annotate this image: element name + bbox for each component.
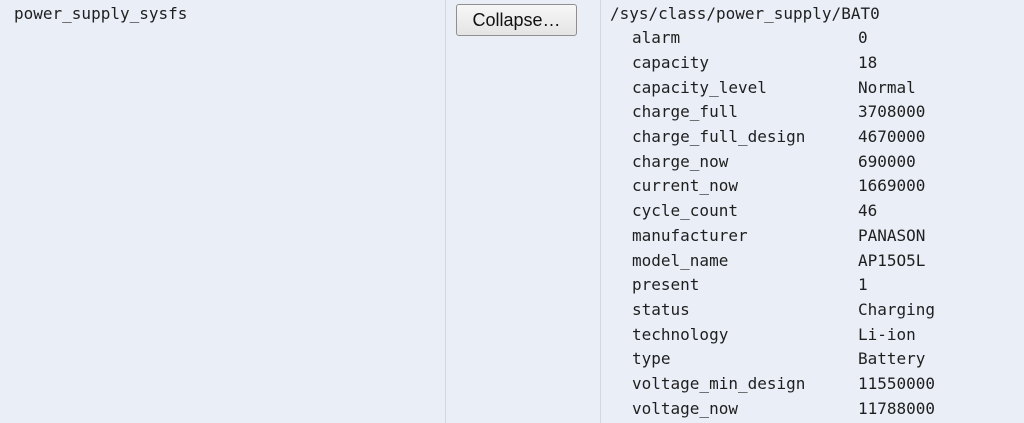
column-divider [445,0,446,423]
entry-button-cell: Collapse… [447,0,599,423]
entry-name-cell: power_supply_sysfs [2,0,443,423]
attribute-value: 690000 [858,151,916,171]
attribute-value: 11550000 [858,373,936,393]
attribute-row: model_name AP15O5L [632,248,935,273]
attribute-row: charge_full 3708000 [632,100,935,125]
attribute-key: technology [632,324,729,344]
attribute-value: Li-ion [858,324,916,344]
attribute-row: technology Li-ion [632,322,935,347]
attribute-key: present [632,275,700,295]
attribute-key: capacity [632,53,710,73]
attribute-row: charge_now 690000 [632,149,935,174]
attribute-key: cycle_count [632,201,738,221]
attribute-value: 1669000 [858,176,926,196]
attribute-key: manufacturer [632,225,748,245]
attribute-value: Charging [858,299,936,319]
attribute-key: charge_full_design [632,127,806,147]
attribute-row: status Charging [632,298,935,323]
attribute-value: AP15O5L [858,250,926,270]
sysfs-path: /sys/class/power_supply/BAT0 [610,4,880,23]
attribute-key: type [632,349,671,369]
entry-value-cell: /sys/class/power_supply/BAT0 alarm 0 capac… [601,0,1024,423]
attribute-key: charge_full [632,102,738,122]
attribute-value: 11788000 [858,398,936,418]
attribute-value: 1 [858,275,868,295]
attribute-value: PANASON [858,225,926,245]
attribute-row: voltage_now 11788000 [632,396,935,421]
attribute-row: present 1 [632,273,935,298]
attribute-value: 0 [858,28,868,48]
attribute-row: capacity_level Normal [632,75,935,100]
attribute-row: type Battery [632,347,935,372]
collapse-button[interactable]: Collapse… [456,4,577,36]
attribute-row: charge_full_design 4670000 [632,125,935,150]
attribute-row: voltage_min_design 11550000 [632,372,935,397]
attribute-value: 3708000 [858,102,926,122]
attribute-row: manufacturer PANASON [632,224,935,249]
attribute-key: voltage_min_design [632,373,806,393]
column-divider [600,0,601,423]
attribute-row: alarm 0 [632,26,935,51]
attribute-table: alarm 0 capacity 18 capacity_level Normal char… [632,26,935,421]
attribute-value: 4670000 [858,127,926,147]
attribute-value: Normal [858,77,916,97]
attribute-key: charge_now [632,151,729,171]
attribute-row: cycle_count 46 [632,199,935,224]
attribute-key: current_now [632,176,738,196]
attribute-key: capacity_level [632,77,767,97]
attribute-row: current_now 1669000 [632,174,935,199]
attribute-value: Battery [858,349,926,369]
attribute-value: 18 [858,53,878,73]
attribute-key: voltage_now [632,398,738,418]
attribute-key: model_name [632,250,729,270]
attribute-value: 46 [858,201,878,221]
entry-name: power_supply_sysfs [14,4,188,23]
attribute-row: capacity 18 [632,51,935,76]
attribute-key: status [632,299,690,319]
attribute-key: alarm [632,28,681,48]
